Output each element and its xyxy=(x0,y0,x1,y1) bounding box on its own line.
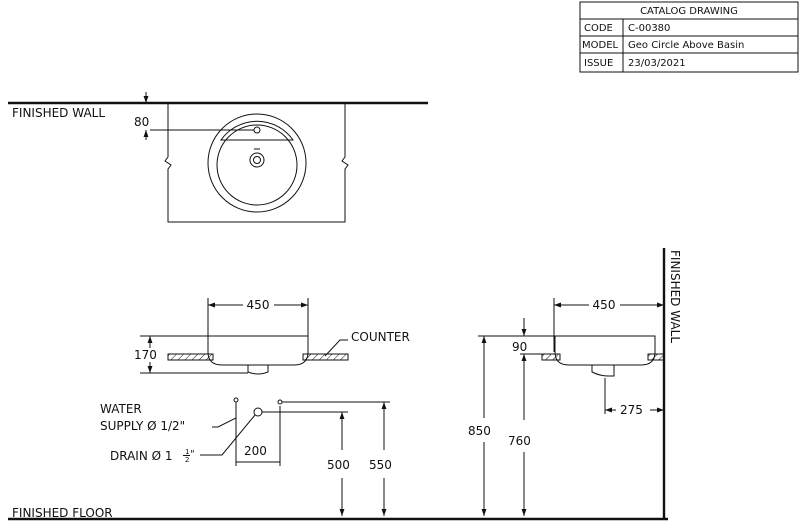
title-block-issue-value: 23/03/2021 xyxy=(628,58,686,69)
front-drain-point xyxy=(253,407,263,417)
front-dim-200: 200 xyxy=(244,444,267,458)
title-block-code-label: CODE xyxy=(584,23,613,34)
title-block-header: CATALOG DRAWING xyxy=(640,6,738,17)
title-block-issue-label: ISSUE xyxy=(584,58,613,69)
plan-basin-outer xyxy=(207,113,307,213)
front-counter-label: COUNTER xyxy=(351,330,410,344)
plan-wall-label: FINISHED WALL xyxy=(12,106,105,120)
front-dim-450: 450 xyxy=(247,298,270,312)
front-drain-stub xyxy=(247,365,269,375)
title-block-model-value: Geo Circle Above Basin xyxy=(628,40,744,51)
side-counter-left xyxy=(541,353,561,361)
side-view: FINISHED WALL 450 275 90 760 850 xyxy=(468,248,682,520)
front-view: 450 170 COUNTER WATER SUPPLY Ø 1/2" DRAI… xyxy=(100,298,410,516)
front-drain-fraction-num: 1 xyxy=(185,448,189,456)
front-dim-170: 170 xyxy=(134,348,157,362)
plan-drain-inner xyxy=(253,156,261,164)
side-wall-label: FINISHED WALL xyxy=(668,250,682,343)
front-drain-label: DRAIN Ø 1 xyxy=(110,449,173,463)
front-dim-550: 550 xyxy=(369,458,392,472)
side-dim-450: 450 xyxy=(593,298,616,312)
side-dim-90: 90 xyxy=(512,340,527,354)
side-drain-stub xyxy=(591,365,615,377)
plan-basin-inner xyxy=(216,124,298,206)
front-basin-body xyxy=(207,335,309,366)
plan-view: FINISHED WALL 80 xyxy=(8,92,428,223)
title-block-code-value: C-00380 xyxy=(628,23,670,34)
front-counter-left xyxy=(167,353,214,361)
front-water-label-1: WATER xyxy=(100,402,142,416)
front-supply-point-right xyxy=(277,399,283,405)
side-dim-760: 760 xyxy=(508,434,531,448)
front-water-label-2: SUPPLY Ø 1/2" xyxy=(100,419,185,433)
side-dim-850: 850 xyxy=(468,424,491,438)
front-water-supply-point xyxy=(233,397,239,403)
front-drain-fraction-suffix: " xyxy=(190,449,195,460)
front-counter-right xyxy=(302,353,349,361)
finished-floor-label: FINISHED FLOOR xyxy=(12,506,113,520)
front-drain-fraction-den: 2 xyxy=(185,456,189,464)
title-block-model-label: MODEL xyxy=(582,40,619,51)
plan-counter-outline xyxy=(164,103,349,223)
plan-faucet-deck xyxy=(220,120,294,141)
front-dim-500: 500 xyxy=(327,458,350,472)
title-block: CATALOG DRAWING CODE C-00380 MODEL Geo C… xyxy=(579,1,799,73)
plan-dim-80: 80 xyxy=(134,115,149,129)
plan-faucet-hole xyxy=(253,126,261,134)
side-counter-right xyxy=(647,353,665,361)
plan-drain-outer xyxy=(249,152,265,168)
side-dim-275: 275 xyxy=(620,403,643,417)
side-basin-body xyxy=(554,335,656,366)
